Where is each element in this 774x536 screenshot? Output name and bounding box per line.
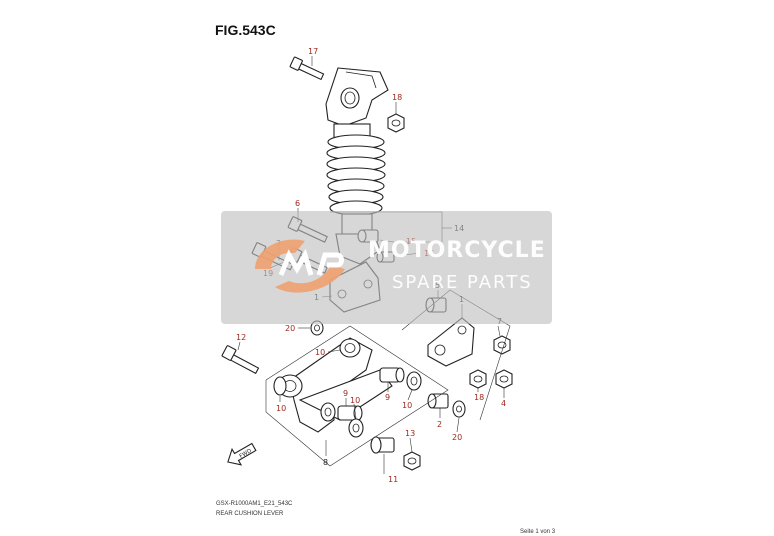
bearing-9-lower[interactable] <box>337 405 363 421</box>
footer-diagram-name: REAR CUSHION LEVER <box>216 511 284 517</box>
collar-11[interactable] <box>370 436 395 454</box>
watermark-overlay <box>221 211 552 324</box>
callout-labels: 17 18 6 3 19 14 15 16 5 1 1 7 20 12 10 1… <box>236 47 506 484</box>
callout-2: 2 <box>437 420 442 429</box>
bolt-12[interactable] <box>221 345 260 375</box>
nut-18-lower[interactable] <box>469 369 487 389</box>
callout-17: 17 <box>308 47 318 56</box>
page-indicator: Seite 1 von 3 <box>520 529 556 535</box>
bolt-17[interactable] <box>289 56 325 81</box>
callout-12: 12 <box>236 333 246 342</box>
oil-seal-10-a[interactable] <box>406 371 422 391</box>
cushion-lever-8[interactable] <box>277 337 393 433</box>
nut-18-top[interactable] <box>387 113 405 133</box>
callout-10-b: 10 <box>276 404 286 413</box>
callout-13: 13 <box>405 429 415 438</box>
callout-9-lower: 9 <box>343 389 348 398</box>
callout-10-d: 10 <box>402 401 412 410</box>
msp-logo-icon <box>255 239 345 293</box>
nut-7[interactable] <box>493 335 511 355</box>
footer-diagram-code: GSX-R1000AM1_E21_543C <box>216 501 293 507</box>
oil-seal-10-b[interactable] <box>273 376 287 396</box>
watermark-line-1: MOTORCYCLE <box>368 238 546 263</box>
callout-20-upper: 20 <box>285 324 295 333</box>
callout-8: 8 <box>323 458 328 467</box>
oil-seal-10-d[interactable] <box>348 418 364 438</box>
nut-4[interactable] <box>495 369 513 389</box>
bracket-1-right[interactable] <box>427 317 475 367</box>
callout-10-a: 10 <box>315 348 325 357</box>
callout-11: 11 <box>388 475 398 484</box>
forward-direction-arrow-icon: FWD <box>227 442 257 466</box>
spacer-2[interactable] <box>427 393 449 409</box>
bearing-9-upper[interactable] <box>379 367 405 383</box>
callout-18-lower: 18 <box>474 393 484 402</box>
figure-title: FIG.543C <box>215 22 276 38</box>
washer-20-lower[interactable] <box>452 400 466 418</box>
callout-10-c: 10 <box>350 396 360 405</box>
watermark-line-2: SPARE PARTS <box>392 272 533 293</box>
callout-9-upper: 9 <box>385 393 390 402</box>
fwd-badge-label: FWD <box>239 448 253 460</box>
callout-4: 4 <box>501 399 506 408</box>
oil-seal-10-c[interactable] <box>320 402 336 422</box>
nut-13[interactable] <box>403 451 421 471</box>
callout-18-top: 18 <box>392 93 402 102</box>
callout-6: 6 <box>295 199 300 208</box>
callout-20-lower: 20 <box>452 433 462 442</box>
